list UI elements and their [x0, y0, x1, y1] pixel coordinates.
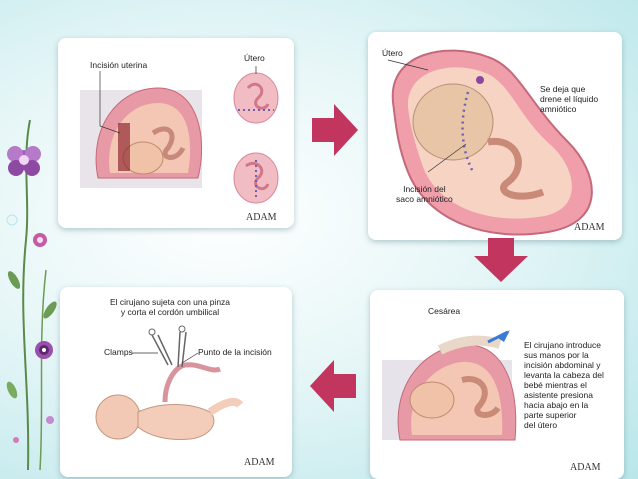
label-cesarean: Cesárea — [428, 306, 460, 316]
label-sac-incision: Incisión del saco amniótico — [396, 184, 453, 204]
panel-amniotic-sac: Útero Se deja que drene el líquido amnió… — [368, 32, 622, 240]
adam-logo-3: ADAM — [570, 462, 601, 473]
amniotic-sac-illustration — [368, 32, 622, 240]
label-uterus-2: Útero — [382, 48, 403, 58]
label-cesarean-description: El cirujano introduce sus manos por la i… — [524, 340, 604, 430]
adam-logo: ADAM — [246, 212, 277, 223]
label-clamp-and-cut: El cirujano sujeta con una pinza y corta… — [110, 297, 230, 317]
label-incision-point: Punto de la incisión — [198, 347, 272, 357]
adam-logo-2: ADAM — [574, 222, 605, 233]
adam-logo-4: ADAM — [244, 457, 275, 468]
panel-uterine-incision: Incisión uterina Útero ADAM — [58, 38, 294, 228]
label-clamps: Clamps — [104, 347, 133, 357]
arrow-down — [474, 238, 528, 282]
arrow-left — [310, 360, 356, 412]
panel-umbilical-cord: El cirujano sujeta con una pinza y corta… — [60, 287, 292, 477]
label-uterus: Útero — [244, 53, 265, 63]
label-drain-fluid: Se deja que drene el líquido amniótico — [540, 84, 598, 114]
panel-cesarean: Cesárea El cirujano introduce sus manos … — [370, 290, 624, 479]
arrow-right — [312, 104, 358, 156]
label-uterine-incision: Incisión uterina — [90, 60, 147, 70]
